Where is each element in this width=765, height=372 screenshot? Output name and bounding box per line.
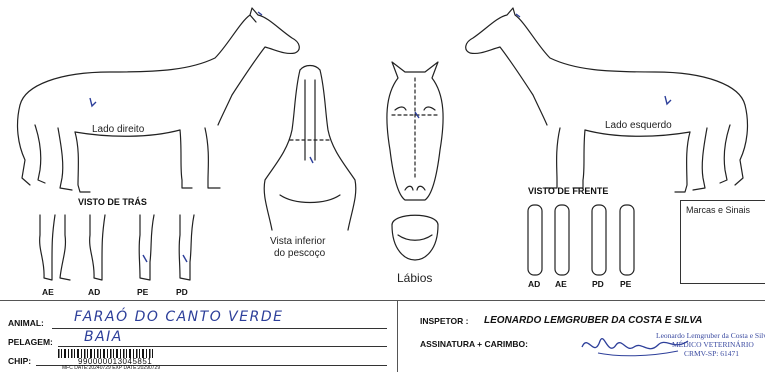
rear-view-label: VISTO DE TRÁS <box>78 197 147 207</box>
front-view-label: VISTO DE FRENTE <box>528 186 608 196</box>
left-side-label: Lado esquerdo <box>605 120 672 131</box>
front-leg-label-pe: PE <box>620 279 631 289</box>
rear-leg-label-pe: PE <box>137 287 148 297</box>
right-side-label: Lado direito <box>92 124 144 135</box>
neck-view-label-line2: do pescoço <box>274 248 325 259</box>
animal-value[interactable]: FARAÓ DO CANTO VERDE <box>74 309 283 325</box>
rear-leg-label-pd: PD <box>176 287 188 297</box>
horse-outline-diagrams <box>0 0 765 300</box>
coat-value[interactable]: BAIA <box>84 329 123 345</box>
inspector-name: LEONARDO LEMGRUBER DA COSTA E SILVA <box>484 315 702 326</box>
lips-label: Lábios <box>397 271 432 285</box>
rear-leg-label-ae: AE <box>42 287 54 297</box>
inspector-label: INSPETOR : <box>420 316 469 326</box>
animal-label: ANIMAL: <box>8 318 44 328</box>
marks-and-signs-box: Marcas e Sinais <box>680 200 765 284</box>
rear-leg-label-ad: AD <box>88 287 100 297</box>
horse-right-side-drawing <box>18 8 300 192</box>
pen-mark-leg-pd <box>183 255 187 262</box>
horse-left-side-drawing <box>466 8 748 192</box>
chip-label: CHIP: <box>8 356 31 366</box>
lips-drawing <box>392 215 438 260</box>
chip-info: MFC DATE:20240729 EXP DATE:20290729 <box>62 365 160 371</box>
front-leg-label-pd: PD <box>592 279 604 289</box>
coat-line <box>58 346 387 347</box>
pen-mark-leg-pe <box>143 255 147 262</box>
pen-mark-right-flank <box>90 98 96 106</box>
front-leg-label-ae: AE <box>555 279 567 289</box>
signature-label: ASSINATURA + CARIMBO: <box>420 339 528 349</box>
neck-view-label-line1: Vista inferior <box>270 236 325 247</box>
pen-mark-left-flank <box>665 96 671 104</box>
pen-mark-neck <box>310 157 313 163</box>
marks-box-label: Marcas e Sinais <box>686 205 750 215</box>
form-divider <box>397 301 398 372</box>
stamp-line3: CRMV-SP: 61471 <box>684 349 739 358</box>
front-leg-label-ad: AD <box>528 279 540 289</box>
front-legs-drawing <box>528 205 634 275</box>
rear-legs-drawing <box>40 215 194 280</box>
form-section: ANIMAL: FARAÓ DO CANTO VERDE PELAGEM: BA… <box>0 300 765 372</box>
stamp-line1: Leonardo Lemgruber da Costa e Silva <box>656 331 765 340</box>
neck-underside-drawing <box>264 66 356 231</box>
coat-label: PELAGEM: <box>8 337 53 347</box>
stamp-line2: MÉDICO VETERINÁRIO <box>672 340 754 349</box>
head-front-drawing <box>387 62 443 200</box>
